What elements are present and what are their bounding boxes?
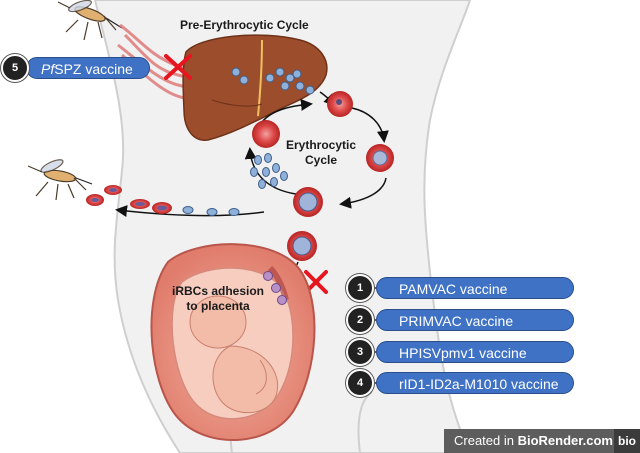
biorender-logo-icon: bio <box>614 429 640 453</box>
pfspz-label: SPZ vaccine <box>54 61 133 77</box>
liver-icon <box>182 34 328 141</box>
mosquito-left-icon <box>27 159 93 201</box>
vaccine-number-3: 3 <box>346 338 374 366</box>
merozoites-released <box>250 153 288 189</box>
biorender-watermark[interactable]: Created in BioRender.com bio <box>444 429 640 453</box>
mosquito-top-icon <box>57 0 123 41</box>
pre-erythrocytic-cycle-label: Pre-Erythrocytic Cycle <box>180 18 309 32</box>
pfspz-vaccine-pill: PfSPZ vaccine <box>26 57 150 79</box>
pfspz-number-badge: 5 <box>1 54 29 82</box>
gametocyte-line <box>86 185 265 217</box>
uterus-fetus-icon <box>150 243 316 442</box>
rbc-cycle <box>252 91 394 217</box>
vaccine-pill-1: PAMVAC vaccine <box>376 277 574 299</box>
vaccine-pill-4: rID1-ID2a-M1010 vaccine <box>376 372 574 394</box>
placenta-adhesion-label: iRBCs adhesion to placenta <box>168 284 268 314</box>
placenta-line2: to placenta <box>186 299 250 313</box>
erythrocytic-line2: Cycle <box>304 153 338 167</box>
erythrocytic-cycle-label: Erythrocytic Cycle <box>286 138 356 168</box>
vaccine-number-1: 1 <box>346 274 374 302</box>
block-cross-pfspz <box>164 54 192 80</box>
vaccine-number-4: 4 <box>346 369 374 397</box>
watermark-brand: BioRender.com <box>517 433 613 448</box>
pfspz-prefix: Pf <box>41 61 55 77</box>
placenta-line1: iRBCs adhesion <box>171 284 264 298</box>
watermark-prefix: Created in <box>454 433 518 448</box>
erythrocytic-line1: Erythrocytic <box>286 138 357 152</box>
vaccine-pill-3: HPISVpmv1 vaccine <box>376 341 574 363</box>
vaccine-number-2: 2 <box>346 306 374 334</box>
vaccine-pill-2: PRIMVAC vaccine <box>376 309 574 331</box>
merozoites-liver <box>231 67 315 95</box>
